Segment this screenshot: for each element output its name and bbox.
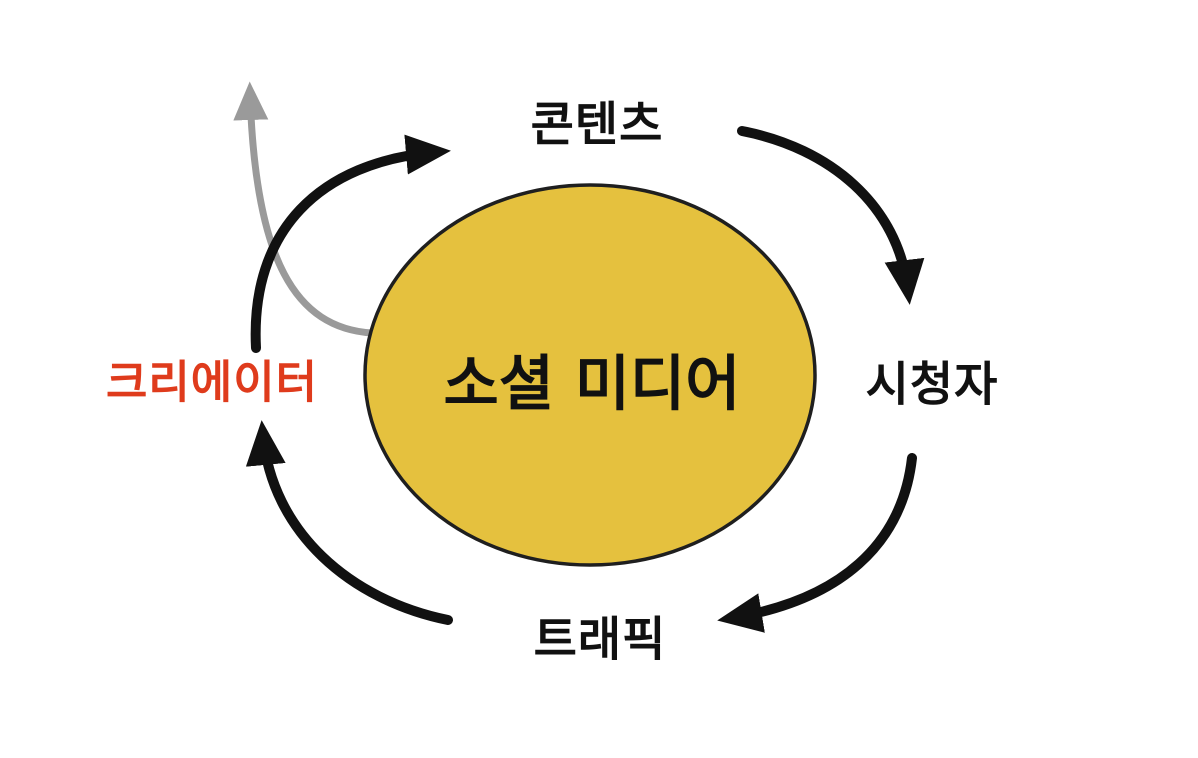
- arrow-creator-feedback: [233, 81, 376, 337]
- label-viewers: 시청자: [865, 357, 999, 413]
- center-label-social-media: 소셜 미디어: [443, 349, 741, 420]
- label-content: 콘텐츠: [530, 97, 664, 153]
- label-creator: 크리에이터: [105, 355, 319, 409]
- label-traffic: 트래픽: [533, 612, 667, 668]
- arrow-creator-to-content: [250, 134, 451, 353]
- arrow-content-to-viewers: [737, 126, 925, 305]
- social-media-ellipse: [363, 183, 817, 567]
- arrow-traffic-to-creator: [245, 420, 453, 625]
- arrow-viewers-to-traffic: [717, 453, 917, 633]
